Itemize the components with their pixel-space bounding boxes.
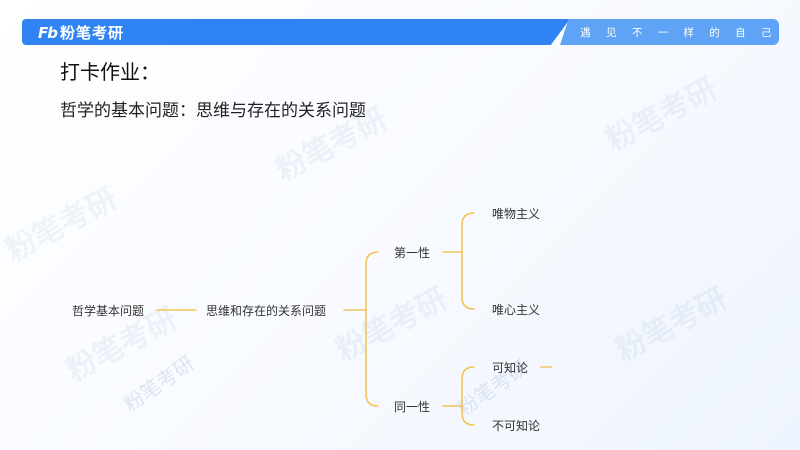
mindmap-branch-first: 第一性: [394, 246, 431, 260]
header-left-banner: Fb 粉笔考研: [22, 19, 570, 45]
connector-first-bracket: [461, 212, 475, 310]
brand-logo: Fb 粉笔考研: [38, 22, 124, 43]
header-slogan: · 遇 见 不 一 样 的 自 己 ·: [561, 27, 778, 52]
mindmap-leaf-unknowable: 不可知论: [492, 419, 541, 433]
brand-name: 粉笔考研: [59, 24, 124, 42]
connector-identity-bracket: [461, 366, 475, 426]
page-subtitle: 哲学的基本问题：思维与存在的关系问题: [60, 101, 366, 121]
logo-mark-icon: Fb: [38, 23, 58, 42]
header-right-banner: · 遇 见 不 一 样 的 自 己 ·: [560, 19, 779, 45]
header-bar: Fb 粉笔考研 · 遇 见 不 一 样 的 自 己 ·: [22, 19, 779, 45]
mindmap-leaf-materialism: 唯物主义: [492, 207, 541, 221]
connector-level1-bracket: [365, 251, 379, 407]
mindmap-level1-node: 思维和存在的关系问题: [206, 304, 327, 318]
mindmap-root-node: 哲学基本问题: [72, 304, 145, 318]
page-title: 打卡作业：: [60, 60, 160, 84]
mindmap-branch-identity: 同一性: [394, 400, 431, 414]
mindmap-leaf-knowable: 可知论: [492, 361, 529, 375]
mindmap-leaf-idealism: 唯心主义: [492, 303, 541, 317]
